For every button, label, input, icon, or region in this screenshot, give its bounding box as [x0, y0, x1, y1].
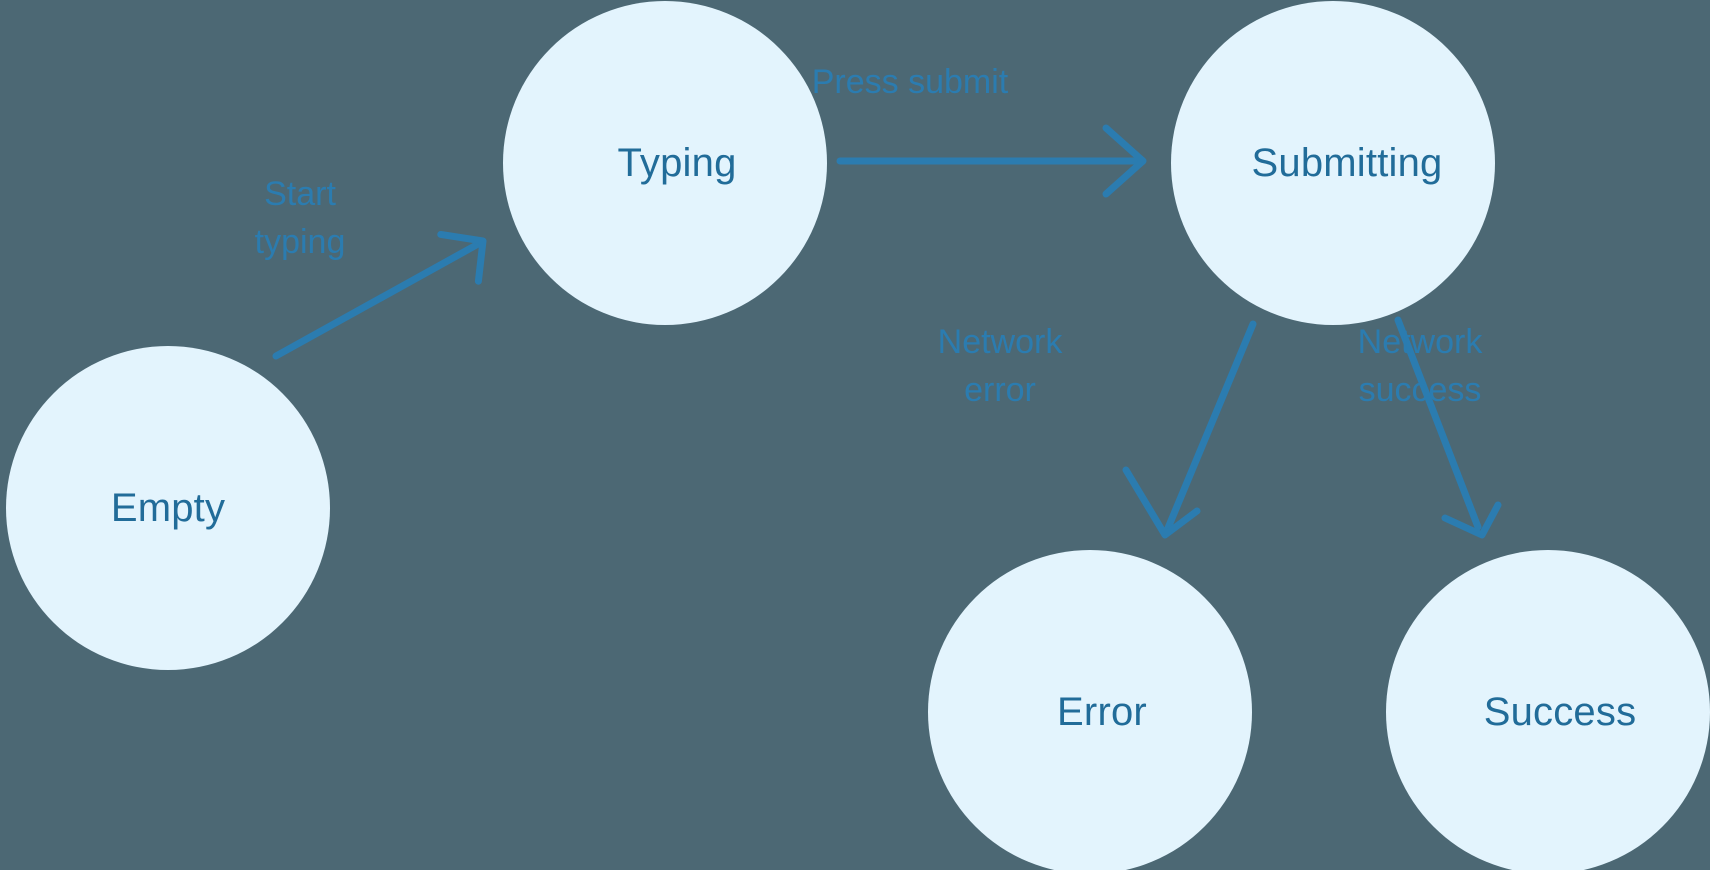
edge-label-network-error-line2: error [964, 371, 1036, 410]
state-node-error-label: Error [1057, 690, 1147, 734]
edge-label-network-success-line1: Network [1357, 323, 1483, 361]
state-node-error[interactable]: Error [928, 550, 1252, 870]
edge-label-network-success-line2: success [1358, 371, 1482, 410]
state-node-empty-label: Empty [110, 486, 226, 530]
state-node-typing-label: Typing [617, 141, 737, 185]
edge-label-network-success: Network success [1343, 318, 1497, 415]
state-node-typing[interactable]: Typing [503, 1, 827, 325]
state-node-success[interactable]: Success [1386, 550, 1710, 870]
edge-label-network-error: Network error [922, 318, 1078, 415]
edge-typing-to-submitting [836, 124, 1147, 198]
state-node-submitting-label: Submitting [1251, 141, 1443, 185]
state-node-submitting[interactable]: Submitting [1171, 1, 1495, 325]
edge-label-start-typing: Start typing [248, 170, 352, 267]
edge-label-press-submit-line1: Press submit [811, 63, 1009, 101]
edge-submitting-to-error [1122, 320, 1257, 539]
edge-label-start-typing-line1: Start [264, 175, 336, 213]
edge-label-start-typing-line2: typing [254, 223, 346, 262]
edge-label-network-error-line1: Network [937, 323, 1063, 361]
state-node-empty[interactable]: Empty [6, 346, 330, 670]
edge-label-press-submit: Press submit [798, 58, 1022, 106]
state-node-success-label: Success [1483, 690, 1637, 734]
